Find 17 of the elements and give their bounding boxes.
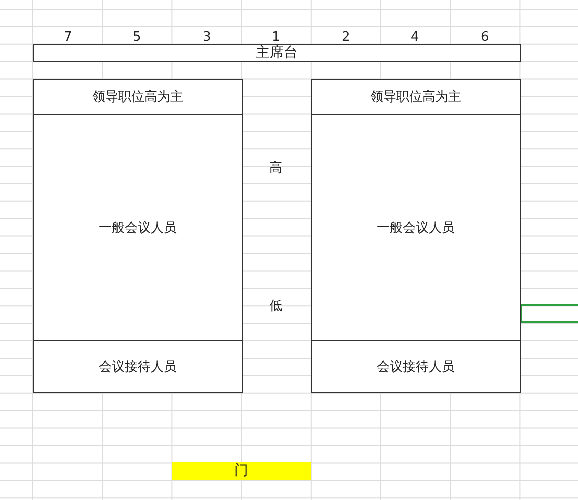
seating-section: 领导职位高为主: [33, 79, 243, 115]
seat-number: 4: [411, 30, 420, 44]
seating-section: 会议接待人员: [33, 340, 243, 393]
seating-section: 会议接待人员: [311, 340, 521, 393]
seating-section: 一般会议人员: [33, 114, 243, 341]
rank-label: 高: [270, 160, 282, 177]
seat-number: 1: [272, 30, 280, 44]
seating-section: 一般会议人员: [311, 114, 521, 341]
seat-number: 6: [481, 30, 490, 44]
seat-number: 2: [342, 30, 350, 44]
rank-label: 低: [270, 298, 282, 315]
door-cell: 门: [172, 462, 311, 480]
seating-section: 领导职位高为主: [311, 79, 521, 115]
podium-bar: 主席台: [33, 44, 521, 62]
seat-number: 7: [64, 30, 72, 44]
seat-number: 3: [203, 30, 212, 44]
seat-number: 5: [133, 30, 142, 44]
